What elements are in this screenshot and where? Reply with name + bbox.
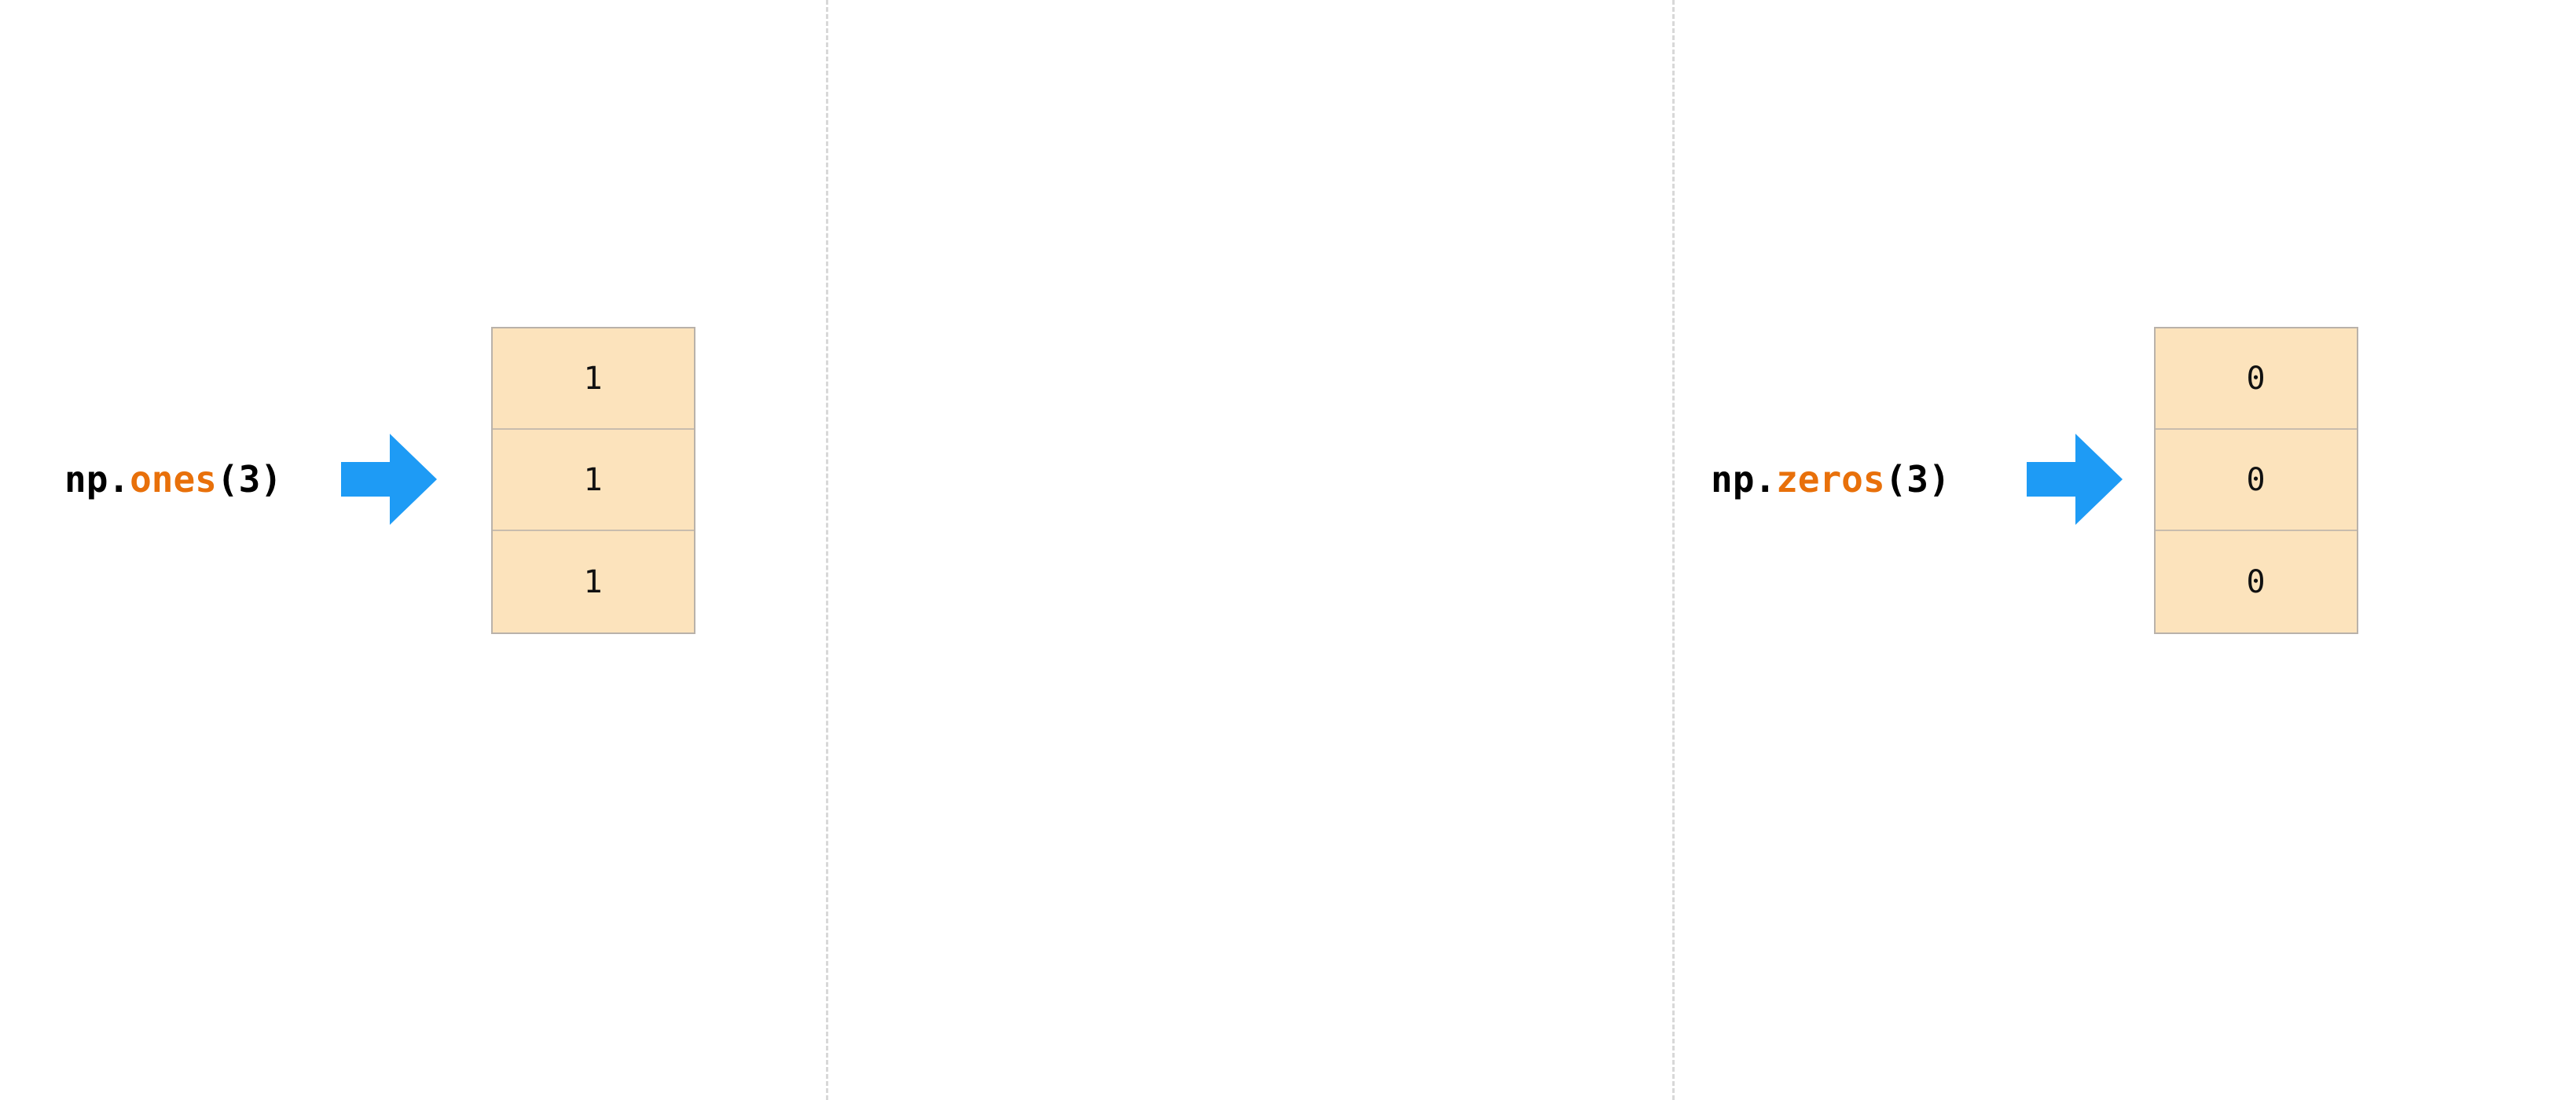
panel-ones: np.ones(3) 1 1 1 — [0, 0, 826, 1100]
array-cell: 0 — [2156, 531, 2357, 632]
array-cell: 1 — [493, 328, 694, 430]
array-cell: 0 — [2156, 328, 2357, 430]
code-function-args: (3) — [216, 458, 282, 500]
panel-divider-2 — [1672, 0, 1675, 1100]
right-arrow-icon — [2027, 434, 2123, 525]
panel-divider-1 — [826, 0, 828, 1100]
panel-random: np.random.random(3) 0.5967 0.0606 0.2223 — [1672, 0, 2576, 1100]
array-cell: 1 — [493, 430, 694, 531]
right-arrow-icon — [341, 434, 437, 525]
code-module-prefix: np. — [64, 458, 130, 500]
code-expression-ones: np.ones(3) — [64, 461, 282, 497]
array-cell: 0 — [2156, 430, 2357, 531]
code-module-prefix: np. — [1711, 458, 1777, 500]
code-function-name: ones — [130, 458, 217, 500]
code-function-name: zeros — [1776, 458, 1885, 500]
code-expression-zeros: np.zeros(3) — [1711, 461, 1950, 497]
array-table-ones: 1 1 1 — [491, 327, 695, 634]
panel-zeros: np.zeros(3) 0 0 0 — [826, 0, 2358, 1100]
array-table-zeros: 0 0 0 — [2154, 327, 2358, 634]
array-cell: 1 — [493, 531, 694, 632]
code-function-args: (3) — [1884, 458, 1950, 500]
